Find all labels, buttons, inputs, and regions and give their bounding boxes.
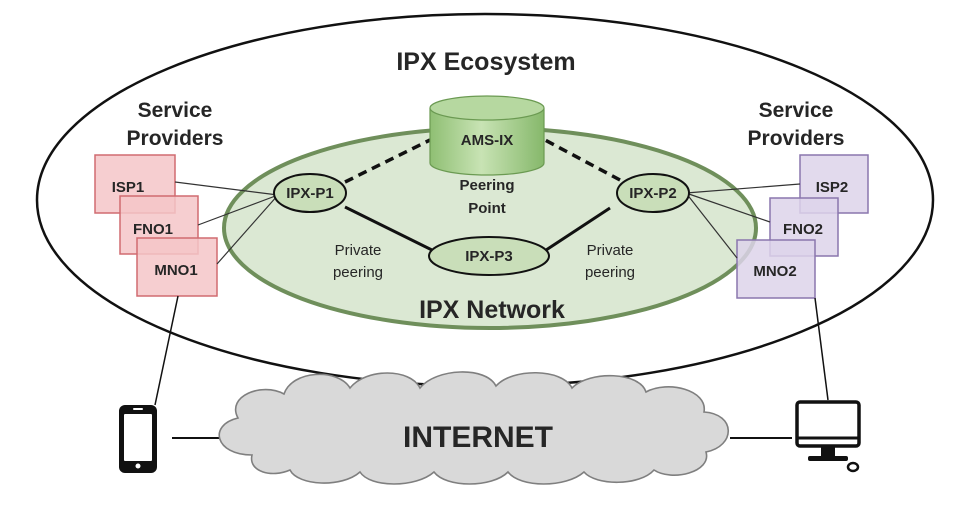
connection-mno1-p1 — [216, 194, 279, 265]
right-group-label-line1: Service — [759, 99, 834, 122]
left-group-label-line2: Providers — [127, 127, 224, 150]
peering-point-cylinder — [429, 95, 545, 176]
peering-link-p1 — [344, 138, 431, 184]
peering-point-caption-line2: Point — [468, 200, 506, 217]
provider-label-isp1: ISP1 — [112, 179, 145, 196]
connection-mno1-phone — [154, 295, 179, 406]
desktop-computer-icon — [795, 400, 861, 473]
ecosystem-title: IPX Ecosystem — [396, 48, 575, 76]
peering-point-caption-line1: Peering — [459, 177, 514, 194]
connection-fno2-p2 — [685, 192, 771, 223]
provider-label-mno1: MNO1 — [154, 262, 197, 279]
provider-box-mno1 — [136, 237, 218, 297]
peering-point-name: AMS-IX — [461, 132, 514, 149]
left-group-label-line1: Service — [138, 99, 213, 122]
node-label-p1: IPX-P1 — [286, 185, 334, 202]
smartphone-icon — [119, 405, 157, 473]
connection-mno2-p2 — [685, 192, 738, 259]
provider-box-mno2 — [736, 239, 816, 299]
provider-label-fno2: FNO2 — [783, 221, 823, 238]
private-peering-left-line2: peering — [333, 264, 383, 281]
ipx-network-label: IPX Network — [419, 296, 565, 324]
private-peering-link-p2-p3 — [539, 206, 611, 256]
ipx-node-p2 — [616, 173, 690, 213]
connection-mno2-computer — [814, 297, 829, 401]
node-label-p2: IPX-P2 — [629, 185, 677, 202]
ipx-node-p3 — [428, 236, 550, 276]
private-peering-link-p1-p3 — [344, 205, 441, 256]
internet-label: INTERNET — [403, 421, 553, 454]
right-group-label-line2: Providers — [748, 127, 845, 150]
internet-cloud — [218, 371, 730, 485]
node-label-p3: IPX-P3 — [465, 248, 513, 265]
private-peering-left-line1: Private — [335, 242, 382, 259]
connection-isp1-p1 — [174, 181, 279, 196]
private-peering-right-line2: peering — [585, 264, 635, 281]
connection-fno1-p1 — [197, 194, 279, 226]
connection-isp2-p2 — [685, 183, 801, 194]
provider-label-isp2: ISP2 — [816, 179, 849, 196]
private-peering-right-line1: Private — [587, 242, 634, 259]
provider-connections — [174, 181, 801, 265]
provider-label-mno2: MNO2 — [753, 263, 796, 280]
ipx-node-p1 — [273, 173, 347, 213]
provider-label-fno1: FNO1 — [133, 221, 173, 238]
